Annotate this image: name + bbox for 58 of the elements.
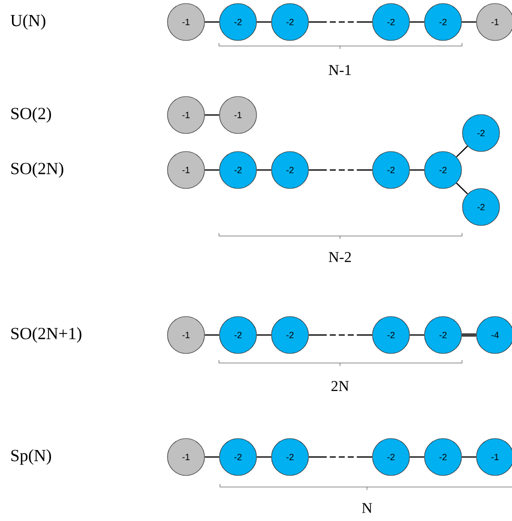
circle-node: -2 xyxy=(372,316,410,354)
connector-line xyxy=(204,456,220,458)
connector-line xyxy=(308,21,372,23)
connector-line xyxy=(456,182,468,194)
circle-node: -1 xyxy=(167,151,205,189)
group-name: U(N) xyxy=(10,14,46,30)
connector-line xyxy=(308,334,372,336)
circle-node: -1 xyxy=(219,96,257,134)
connector-line xyxy=(308,169,372,171)
circle-node: -1 xyxy=(167,438,205,476)
circle-node: -2 xyxy=(424,438,462,476)
bracket-label: N xyxy=(362,503,372,513)
connector-line xyxy=(204,334,220,336)
connector-line xyxy=(256,21,272,23)
circle-node: -2 xyxy=(462,114,500,152)
circle-node: -4 xyxy=(476,316,512,354)
circle-node: -2 xyxy=(372,3,410,41)
circle-node: -2 xyxy=(219,316,257,354)
circle-node: -1 xyxy=(476,438,512,476)
circle-node: -2 xyxy=(271,151,309,189)
connector-line xyxy=(456,146,468,158)
circle-node: -2 xyxy=(372,438,410,476)
circle-node: -1 xyxy=(167,3,205,41)
connector-line xyxy=(462,21,476,23)
circle-node: -2 xyxy=(219,3,257,41)
circle-node: -1 xyxy=(167,96,205,134)
group-name: SO(2N+1) xyxy=(11,327,82,343)
connector-line xyxy=(256,169,272,171)
circle-node: -2 xyxy=(219,151,257,189)
circle-node: -2 xyxy=(219,438,257,476)
connector-line xyxy=(204,114,220,116)
circle-node: -2 xyxy=(424,3,462,41)
circle-node: -2 xyxy=(271,3,309,41)
connector-line xyxy=(410,456,424,458)
connector-line xyxy=(462,334,476,336)
circle-node: -2 xyxy=(271,316,309,354)
bracket-label: 2N xyxy=(332,381,349,391)
circle-node: -2 xyxy=(424,316,462,354)
group-name: SO(2N) xyxy=(11,162,64,178)
circle-node: -1 xyxy=(167,316,205,354)
circle-node: -2 xyxy=(372,151,410,189)
connector-line xyxy=(410,21,424,23)
connector-line xyxy=(256,456,272,458)
group-name: SO(2) xyxy=(11,107,51,123)
connector-line xyxy=(308,456,372,458)
bracket-label: N-1 xyxy=(328,65,351,75)
circle-node: -2 xyxy=(271,438,309,476)
circle-node: -1 xyxy=(476,3,512,41)
connector-line xyxy=(410,334,424,336)
circle-node: -2 xyxy=(424,151,462,189)
connector-line xyxy=(462,456,476,458)
group-name: Sp(N) xyxy=(11,449,51,465)
connector-line xyxy=(204,169,220,171)
circle-node: -2 xyxy=(462,188,500,226)
connector-line xyxy=(410,169,424,171)
bracket-label: N-2 xyxy=(328,252,351,262)
connector-line xyxy=(256,334,272,336)
connector-line xyxy=(204,21,220,23)
